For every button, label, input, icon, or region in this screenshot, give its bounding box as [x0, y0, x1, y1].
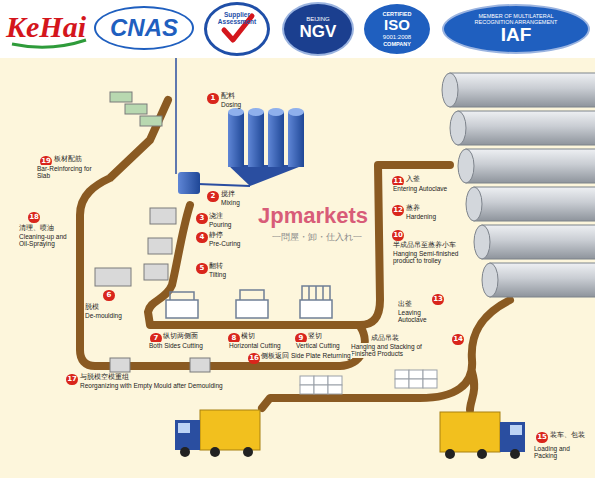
callout-number: 10: [392, 230, 404, 241]
conveyor: [80, 100, 510, 410]
badge-text: BEIJING: [306, 16, 329, 23]
step-name-cn: 配料: [220, 92, 236, 100]
step-name-en: Hanging and Stacking of Finished Product…: [350, 343, 440, 358]
iaf-badge: MEMBER OF MULTILATERAL RECOGNITION ARRAN…: [442, 4, 590, 54]
callout-number: 5: [196, 263, 208, 274]
ngv-badge: BEIJINGNGV: [282, 2, 354, 56]
callout-number: 18: [28, 212, 40, 223]
step-name-cn: 出釜: [397, 300, 413, 308]
step-name-en: Entering Autoclave: [392, 185, 449, 192]
callout-number: 17: [66, 374, 78, 385]
step-name-en: Hanging Semi-finished product to trolley: [392, 250, 464, 265]
step-name-en: Tilting: [208, 271, 255, 278]
step-name-en: Pouring: [208, 221, 250, 228]
callout-number: 15: [536, 432, 548, 443]
step-name-cn: 脱模: [84, 303, 100, 311]
step-name-cn: 侧板返回: [260, 352, 290, 360]
step-name-cn: 成品吊装: [370, 334, 400, 342]
feed-line: [175, 58, 177, 174]
step-name-en: Horizontal Cutting: [228, 342, 295, 349]
step-name-en: Loading and Packing: [533, 445, 591, 460]
product-stacks: [300, 370, 437, 394]
step-name-en: Hardening: [405, 213, 457, 220]
step-name-cn: 静停: [208, 231, 224, 239]
step-name-cn: 半成品吊至蒸养小车: [392, 241, 457, 249]
moulds: [95, 92, 210, 372]
badge-text: KeHai: [6, 10, 86, 43]
callout-number: 4: [196, 232, 208, 243]
step-name-cn: 入釜: [405, 175, 421, 183]
callout-number: 6: [103, 290, 115, 301]
callout-number: 3: [196, 213, 208, 224]
callout-number: 1: [207, 93, 219, 104]
callout-number: 2: [207, 191, 219, 202]
badge-text: NGV: [300, 23, 337, 42]
step-name-cn: 纵切两侧面: [162, 332, 199, 340]
callout-number: 16: [248, 353, 260, 364]
watermark: 一問屋・卸・仕入れ一: [272, 232, 362, 242]
cnas-logo: CNAS: [94, 6, 194, 50]
truck-right: [440, 412, 525, 459]
step-name-cn: 搅拌: [220, 190, 236, 198]
iso-badge: CERTIFIEDISO9001:2008COMPANY: [362, 2, 432, 56]
badge-text: MEMBER OF MULTILATERAL RECOGNITION ARRAN…: [460, 13, 572, 25]
badge-text: 9001:2008: [383, 34, 411, 41]
step-name-en: De-moulding: [84, 312, 136, 319]
step-name-en: Pre-Curing: [208, 240, 255, 247]
badge-text: ISO: [384, 17, 410, 34]
badge-text: COMPANY: [383, 41, 411, 47]
supplier-badge: Supplier Assessment: [204, 2, 270, 56]
cutting-machines: [166, 286, 332, 318]
step-name-en: Both Sides Cutting: [148, 342, 225, 349]
watermark: Jpmarkets: [258, 203, 368, 228]
callout-number: 13: [432, 294, 444, 305]
brand-logo: KeHai: [4, 6, 88, 47]
badge-text: Supplier Assessment: [208, 11, 266, 25]
step-name-cn: 与脱模空模重组: [79, 373, 130, 381]
autoclaves: [442, 73, 595, 297]
step-name-cn: 清理、喷油: [18, 224, 55, 232]
step-name-en: Leaving Autoclave: [397, 309, 437, 324]
truck-left: [175, 410, 260, 457]
step-name-cn: 横切: [240, 332, 256, 340]
step-name-en: Bar-Reinforcing for Slab: [36, 165, 98, 180]
step-name-en: Side Plate Returning: [290, 352, 352, 359]
step-name-en: Dosing: [220, 101, 282, 108]
step-name-cn: 装车、包装: [549, 431, 586, 439]
step-name-cn: 浇注: [208, 212, 224, 220]
step-name-en: Vertical Cutting: [295, 342, 357, 349]
step-name-en: Cleaning-up and Oil-Spraying: [18, 233, 74, 248]
step-name-cn: 竖切: [307, 332, 323, 340]
step-name-en: Reorganizing with Empty Mould after Demo…: [79, 382, 224, 389]
callout-number: 12: [392, 205, 404, 216]
silos: [178, 108, 304, 194]
badge-text: IAF: [501, 25, 532, 46]
badge-text: CNAS: [110, 15, 178, 41]
step-name-cn: 蒸养: [405, 204, 421, 212]
callout-number: 14: [452, 334, 464, 345]
step-name-cn: 板材配筋: [53, 155, 83, 163]
step-name-cn: 翻转: [208, 262, 224, 270]
